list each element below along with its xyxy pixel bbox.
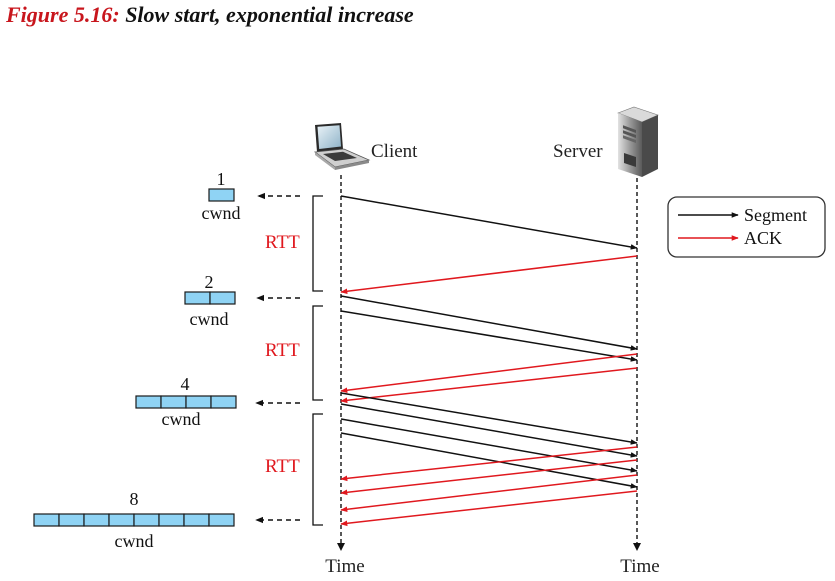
cwnd-cell [135,395,162,409]
figure-title: Figure 5.16: Slow start, exponential inc… [6,2,414,28]
cwnd-cell [58,513,85,527]
rtt-bracket-2 [312,305,323,401]
client-label: Client [371,141,418,162]
rtt-label-2: RTT [265,340,300,361]
figure-caption: Slow start, exponential increase [125,2,414,27]
segment-arrow [340,295,638,351]
cwnd-cell [108,513,135,527]
cwnd-cell [133,513,160,527]
server-label: Server [553,141,603,162]
legend-segment-label: Segment [744,205,807,225]
server-time-arrowhead [633,543,641,551]
cwnd-window-8: 8 cwnd [33,489,235,551]
rtt-bracket-3 [312,413,323,526]
legend-ack-label: ACK [744,228,782,248]
client-time-label: Time [325,556,364,577]
segment-arrow [340,403,638,458]
cwnd-cell [185,395,212,409]
rtt-bracket-1 [312,195,323,292]
cwnd-label-4: cwnd [162,409,201,429]
ack-arrow [340,459,638,496]
rtt-label-3: RTT [265,456,300,477]
segment-arrow [340,418,638,473]
segment-arrow [340,310,638,362]
ack-arrow [340,367,638,404]
cwnd-cell [183,513,210,527]
cwnd-window-1: 1 cwnd [202,169,241,223]
segment-arrow [340,432,638,489]
cwnd-value-2: 2 [205,272,214,292]
cwnd-value-1: 1 [217,169,226,189]
cwnd-cell [83,513,110,527]
cwnd-value-8: 8 [130,489,139,509]
cwnd-label-8: cwnd [115,531,154,551]
segment-arrow [340,392,638,445]
segment-arrow [340,195,638,250]
cwnd-cell [158,513,185,527]
legend: Segment ACK [667,196,826,258]
ack-arrow [340,490,638,527]
server-time-label: Time [620,556,659,577]
cwnd-label-2: cwnd [190,309,229,329]
laptop-icon [313,123,371,170]
cwnd-cell [160,395,187,409]
ack-arrow [340,353,638,393]
cwnd-cell [184,291,211,305]
rtt-label-1: RTT [265,232,300,253]
cwnd-label-1: cwnd [202,203,241,223]
cwnd-window-4: 4 cwnd [135,374,237,429]
ack-arrow [340,255,638,295]
cwnd-value-4: 4 [181,374,190,394]
cwnd-cell [210,395,237,409]
cwnd-cell [33,513,60,527]
server-tower-icon [617,106,659,177]
ack-arrow [340,446,638,482]
cwnd-cell [209,291,236,305]
cwnd-window-2: 2 cwnd [184,272,236,329]
cwnd-cell [208,188,235,202]
ack-arrow [340,474,638,513]
client-time-arrowhead [337,543,345,551]
figure-number: Figure 5.16: [6,2,120,27]
cwnd-cell [208,513,235,527]
legend-box [667,196,826,258]
